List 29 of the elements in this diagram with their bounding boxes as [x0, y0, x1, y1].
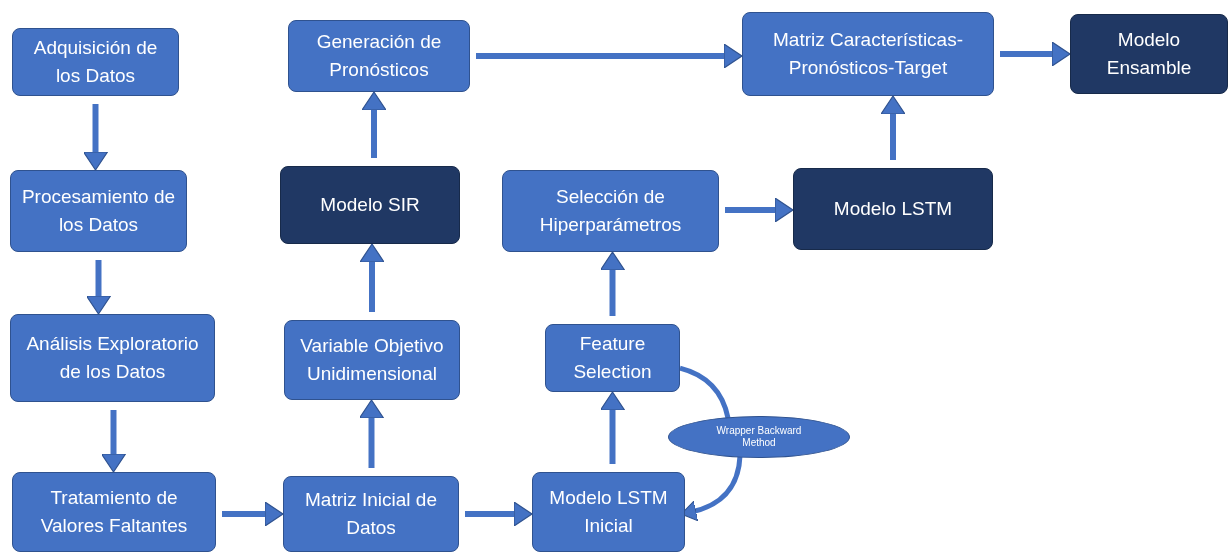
- arrow: [599, 391, 626, 464]
- method-ellipse: Wrapper Backward Method: [668, 416, 850, 458]
- process-box: Adquisición de los Datos: [12, 28, 179, 96]
- process-box: Matriz Inicial de Datos: [283, 476, 459, 552]
- process-box: Modelo LSTM Inicial: [532, 472, 685, 552]
- process-box: Procesamiento de los Datos: [10, 170, 187, 252]
- process-box: Tratamiento de Valores Faltantes: [12, 472, 216, 552]
- arrow: [1000, 41, 1071, 67]
- arrow: [358, 399, 385, 468]
- arrow: [82, 104, 109, 171]
- process-box: Variable Objetivo Unidimensional: [284, 320, 460, 400]
- arrow: [359, 243, 385, 312]
- arrow: [85, 260, 112, 315]
- arrow: [880, 95, 906, 160]
- process-box: Modelo Ensamble: [1070, 14, 1228, 94]
- process-box: Análisis Exploratorio de los Datos: [10, 314, 215, 402]
- process-box: Feature Selection: [545, 324, 680, 392]
- arrow: [361, 91, 387, 158]
- process-box: Generación de Pronósticos: [288, 20, 470, 92]
- arrow: [476, 43, 743, 69]
- process-box: Modelo SIR: [280, 166, 460, 244]
- arrow: [599, 251, 626, 316]
- arrow: [465, 501, 533, 527]
- arrow: [222, 501, 284, 527]
- arrow: [100, 410, 127, 473]
- process-box: Modelo LSTM: [793, 168, 993, 250]
- process-box: Matriz Características-Pronósticos-Target: [742, 12, 994, 96]
- arrow: [725, 197, 794, 223]
- process-box: Selección de Hiperparámetros: [502, 170, 719, 252]
